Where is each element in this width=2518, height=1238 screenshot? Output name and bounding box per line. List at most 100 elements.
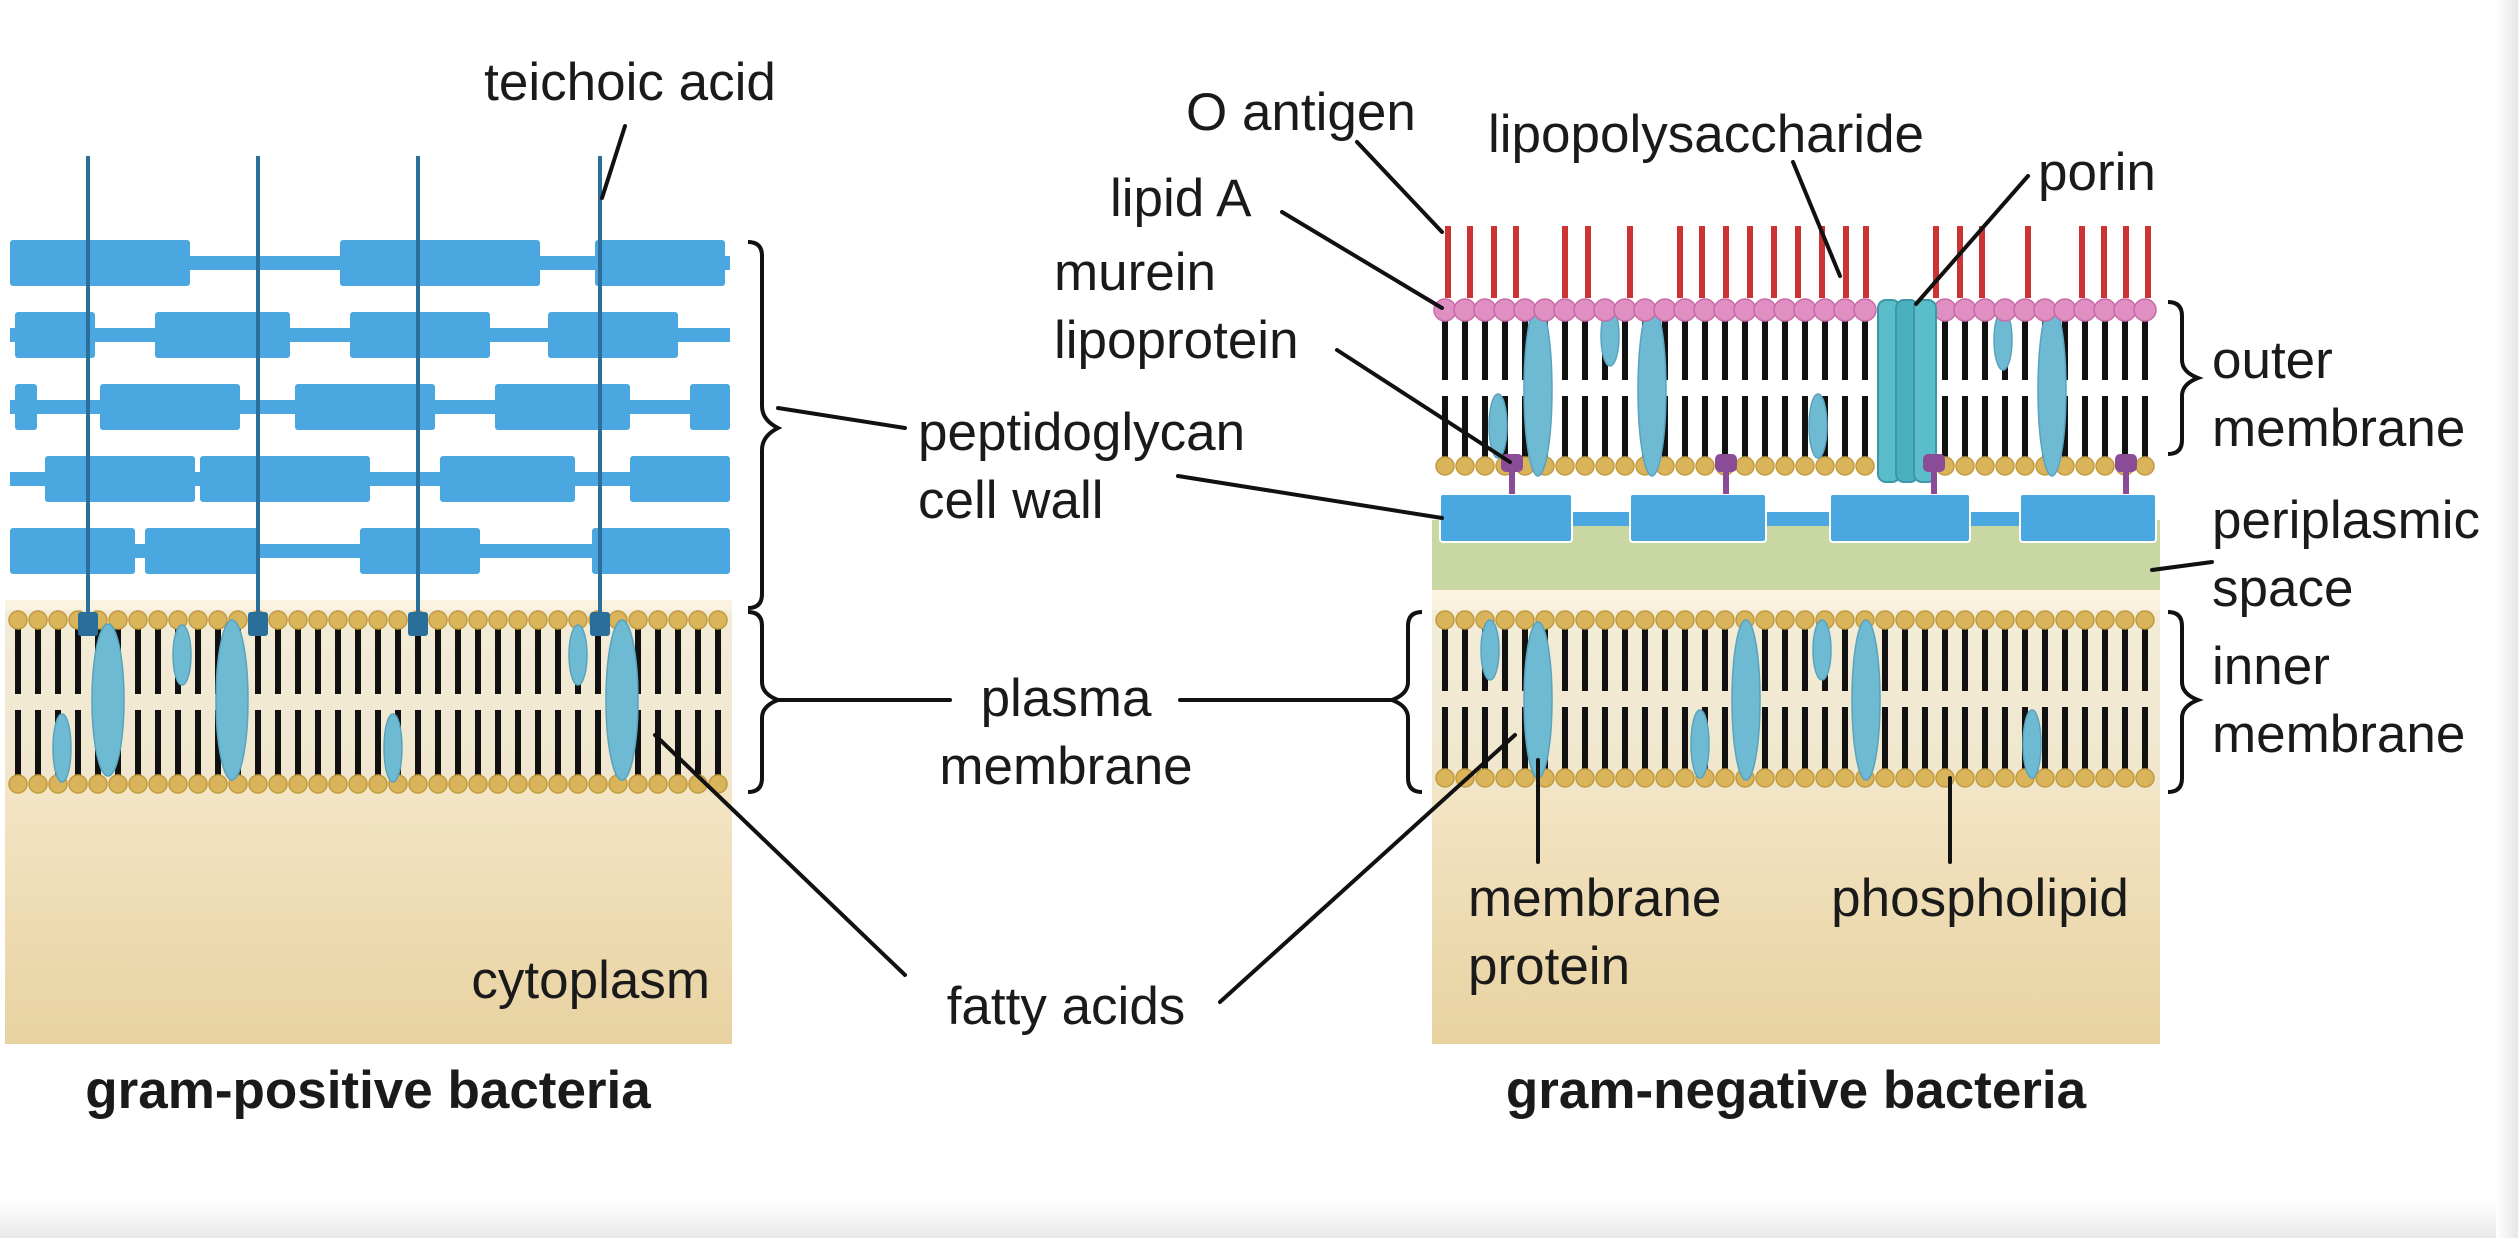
lipid-a-head: [1793, 298, 1817, 322]
gp-phospholipid-head: [428, 774, 448, 794]
gn-inner-phospholipid-head: [1755, 768, 1775, 788]
gn-inner-phospholipid-head: [1915, 768, 1935, 788]
label-teichoic-acid: teichoic acid: [484, 53, 776, 112]
membrane-protein: [1523, 303, 1553, 477]
membrane-protein: [568, 624, 588, 686]
peptidoglycan-block: [15, 384, 37, 430]
lipid-a-head: [1553, 298, 1577, 322]
teichoic-acid-strands: [78, 156, 610, 636]
peptidoglycan-block: [595, 240, 725, 286]
gp-phospholipid-head: [68, 774, 88, 794]
gn-inner-phospholipid-head: [1715, 610, 1735, 630]
gp-phospholipid-head: [128, 774, 148, 794]
gp-phospholipid-head: [188, 774, 208, 794]
labels: teichoic acid cytoplasm gram-positive ba…: [85, 53, 2480, 1120]
lipid-a-head: [2113, 298, 2137, 322]
gp-phospholipid-head: [188, 610, 208, 630]
gn-inner-phospholipid-head: [2095, 768, 2115, 788]
gp-phospholipid-head: [488, 774, 508, 794]
gn-inner-phospholipid-head: [1975, 610, 1995, 630]
label-outer-membrane-line1: outer: [2212, 331, 2333, 390]
gn-outer-phospholipid-head: [1595, 456, 1615, 476]
peptidoglycan-block: [1629, 493, 1767, 543]
peptidoglycan-block: [45, 456, 195, 502]
gn-outer-phospholipid-head: [2135, 456, 2155, 476]
murein-lipoprotein-head: [1715, 454, 1737, 472]
inner-membrane: [1435, 610, 2155, 788]
gn-inner-phospholipid-head: [2055, 768, 2075, 788]
leader-murein-lipoprotein: [1335, 348, 1512, 464]
gn-outer-phospholipid-head: [1475, 456, 1495, 476]
gn-inner-phospholipid-head: [2055, 610, 2075, 630]
peptidoglycan-block: [548, 312, 678, 358]
gn-inner-phospholipid-head: [1595, 610, 1615, 630]
membrane-protein: [605, 619, 639, 781]
lipid-a-head: [1433, 298, 1457, 322]
gn-inner-phospholipid-head: [2095, 610, 2115, 630]
gp-phospholipid-head: [28, 610, 48, 630]
lipid-a-head: [1833, 298, 1857, 322]
peptidoglycan-block: [400, 240, 540, 286]
membrane-protein: [1812, 619, 1832, 681]
peptidoglycan-block: [1829, 493, 1971, 543]
lipid-a-head: [1813, 298, 1837, 322]
lipid-a-head: [2033, 298, 2057, 322]
peptidoglycan-block: [10, 240, 190, 286]
label-peptidoglycan-line2: cell wall: [918, 471, 1104, 530]
gp-phospholipid-head: [368, 610, 388, 630]
gp-phospholipid-head: [88, 774, 108, 794]
gn-inner-phospholipid-head: [1955, 768, 1975, 788]
gn-outer-phospholipid-head: [1435, 456, 1455, 476]
label-porin: porin: [2038, 143, 2156, 202]
gp-phospholipid-head: [648, 774, 668, 794]
membrane-protein: [1851, 619, 1881, 781]
gn-inner-phospholipid-head: [1795, 768, 1815, 788]
gp-phospholipid-head: [508, 774, 528, 794]
gn-outer-phospholipid-head: [1555, 456, 1575, 476]
gp-phospholipid-head: [508, 610, 528, 630]
gn-inner-phospholipid-head: [1995, 768, 2015, 788]
gn-inner-phospholipid-head: [1515, 768, 1535, 788]
gn-inner-phospholipid-head: [1495, 610, 1515, 630]
label-periplasmic-line2: space: [2212, 559, 2353, 618]
membrane-protein: [215, 619, 249, 781]
lipid-a-head: [1473, 298, 1497, 322]
gn-outer-phospholipid-head: [2075, 456, 2095, 476]
label-murein-line1: murein: [1054, 243, 1216, 302]
label-peptidoglycan-line1: peptidoglycan: [918, 403, 1245, 462]
label-murein-line2: lipoprotein: [1054, 311, 1299, 370]
gn-outer-phospholipid-head: [1695, 456, 1715, 476]
label-outer-membrane-line2: membrane: [2212, 399, 2465, 458]
membrane-protein: [1488, 393, 1508, 459]
gn-inner-phospholipid-head: [1635, 610, 1655, 630]
lipid-a-head: [2073, 298, 2097, 322]
peptidoglycan-block: [145, 528, 260, 574]
gn-inner-phospholipid-head: [1495, 768, 1515, 788]
gp-phospholipid-head: [528, 774, 548, 794]
lipopolysaccharide-layer: [1433, 226, 2157, 322]
gn-outer-phospholipid-head: [1755, 456, 1775, 476]
gp-phospholipid-head: [108, 610, 128, 630]
teichoic-anchor: [408, 612, 428, 636]
lipid-a-head: [1513, 298, 1537, 322]
gn-inner-phospholipid-head: [1555, 768, 1575, 788]
gn-inner-phospholipid-head: [1575, 610, 1595, 630]
gp-phospholipid-head: [328, 610, 348, 630]
gn-inner-phospholipid-head: [1675, 768, 1695, 788]
gp-phospholipid-head: [388, 610, 408, 630]
murein-lipoprotein-head: [2115, 454, 2137, 472]
gp-phospholipid-head: [208, 610, 228, 630]
teichoic-anchor: [78, 612, 98, 636]
peptidoglycan-block: [200, 456, 370, 502]
bracket-plasma-membrane-left: [747, 610, 784, 794]
membrane-protein: [1690, 709, 1710, 779]
membrane-protein: [1523, 621, 1553, 779]
peptidoglycan-block: [495, 384, 630, 430]
label-periplasmic-line1: periplasmic: [2212, 491, 2480, 550]
gn-inner-phospholipid-head: [1675, 610, 1695, 630]
gn-inner-phospholipid-head: [1595, 768, 1615, 788]
lipid-a-head: [2093, 298, 2117, 322]
lipid-a-head: [1993, 298, 2017, 322]
gn-inner-phospholipid-head: [1475, 768, 1495, 788]
gn-inner-phospholipid-head: [1895, 610, 1915, 630]
